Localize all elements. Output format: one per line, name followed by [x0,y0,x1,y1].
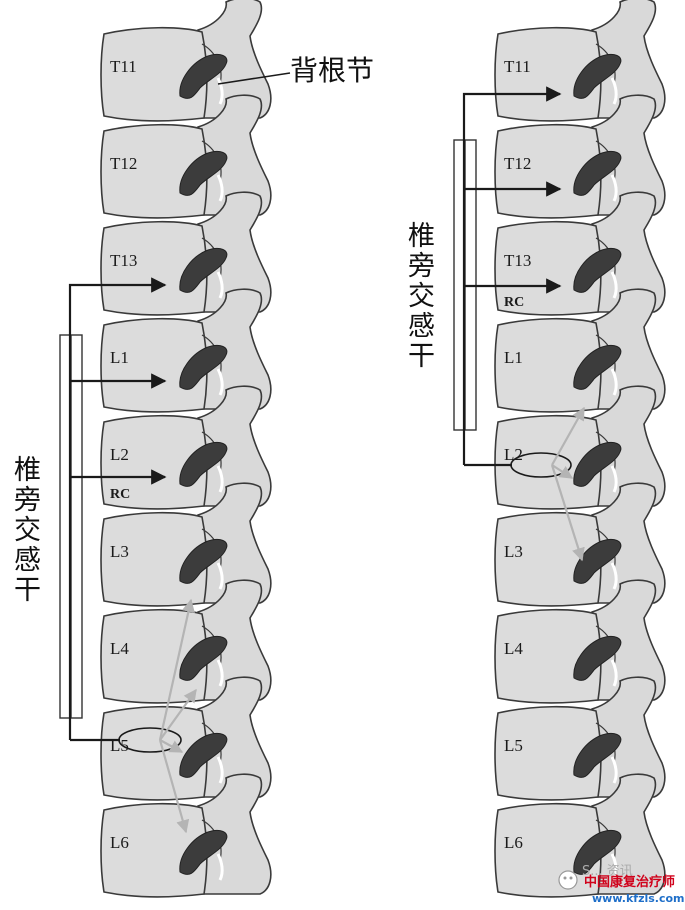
right-label-l6: L6 [504,833,523,852]
left-label-t13: T13 [110,251,137,270]
right-label-l1: L1 [504,348,523,367]
svg-text:感: 感 [408,311,435,342]
svg-text:椎: 椎 [14,455,41,486]
right-label-l5: L5 [504,736,523,755]
watermark-line2: www.kfzls.com [592,892,685,905]
right-chain-label: 椎 旁 交 感 干 [408,221,435,372]
left-label-l6: L6 [110,833,129,852]
svg-text:旁: 旁 [408,251,435,282]
left-label-t12: T12 [110,154,137,173]
right-label-t11: T11 [504,57,531,76]
watermark-line1: 中国康复治疗师 [584,874,675,890]
left-rc-label: RC [110,487,130,502]
svg-text:交: 交 [14,515,41,546]
left-label-l3: L3 [110,542,129,561]
svg-text:交: 交 [408,281,435,312]
right-label-t13: T13 [504,251,531,270]
drg-label: 背根节 [290,54,374,87]
svg-text:感: 感 [14,545,41,576]
left-chain-label: 椎 旁 交 感 干 [14,455,41,606]
right-label-t12: T12 [504,154,531,173]
svg-text:干: 干 [408,341,435,372]
svg-text:旁: 旁 [14,485,41,516]
right-label-l3: L3 [504,542,523,561]
svg-text:干: 干 [14,575,41,606]
left-label-l2: L2 [110,445,129,464]
right-label-l4: L4 [504,639,523,658]
left-label-l1: L1 [110,348,129,367]
svg-text:椎: 椎 [408,221,435,252]
wechat-icon [559,871,577,889]
left-label-l4: L4 [110,639,129,658]
right-rc-label: RC [504,295,524,310]
left-label-t11: T11 [110,57,137,76]
